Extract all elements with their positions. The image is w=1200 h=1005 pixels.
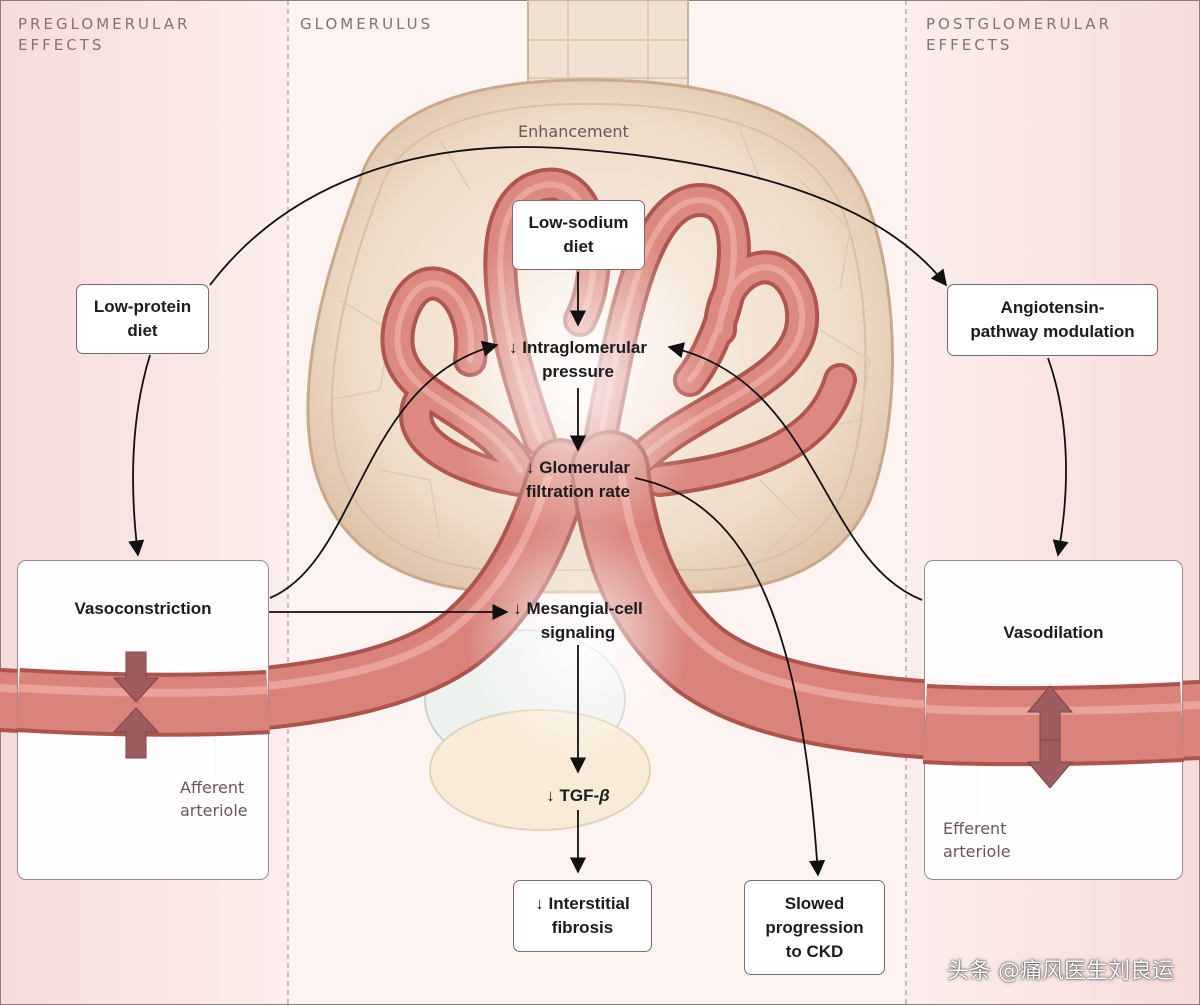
arrow-angiotensin-to-vasodilation bbox=[1047, 357, 1069, 557]
center-glow bbox=[448, 210, 708, 550]
tgf-beta-node: ↓ TGF-β bbox=[478, 784, 678, 808]
arrow-protein-to-vasoconstriction bbox=[128, 354, 151, 557]
gfr-node: ↓ Glomerular filtration rate bbox=[526, 458, 630, 501]
slowed-progression-box: Slowed progression to CKD bbox=[744, 880, 885, 975]
afferent-arteriole-label: Afferent arteriole bbox=[180, 778, 248, 820]
intraglomerular-pressure-node: ↓ Intraglomerular pressure bbox=[509, 338, 647, 381]
enhancement-label: Enhancement bbox=[518, 122, 629, 141]
arrow-gfr-to-ckd bbox=[634, 477, 826, 877]
flow-arrows bbox=[128, 146, 1069, 877]
section-preglomerular: PREGLOMERULAR EFFECTS bbox=[18, 15, 191, 54]
efferent-arteriole-label: Efferent arteriole bbox=[943, 819, 1011, 861]
interstitial-fibrosis-box: ↓ Interstitial fibrosis bbox=[513, 880, 652, 952]
tgf-prefix: ↓ TGF- bbox=[546, 786, 600, 805]
low-sodium-diet-box: Low-sodium diet bbox=[512, 200, 645, 270]
mesangial-signaling-node: ↓ Mesangial-cell signaling bbox=[513, 599, 643, 642]
watermark-text: 头条 @痛风医生刘良运 bbox=[947, 959, 1174, 984]
vasoconstriction-panel: Vasoconstriction bbox=[17, 560, 269, 880]
section-postglomerular: POSTGLOMERULAR EFFECTS bbox=[926, 15, 1112, 54]
low-protein-diet-box: Low-protein diet bbox=[76, 284, 209, 354]
arrow-enhancement bbox=[209, 146, 947, 287]
lower-glow bbox=[468, 520, 688, 760]
arrow-vasodilation-to-pressure bbox=[667, 342, 923, 601]
tgf-beta-symbol: β bbox=[599, 786, 610, 805]
angiotensin-modulation-box: Angiotensin- pathway modulation bbox=[947, 284, 1158, 356]
arrow-vasoconstriction-to-pressure bbox=[269, 340, 499, 599]
vasoconstriction-title: Vasoconstriction bbox=[74, 599, 212, 618]
section-glomerulus: GLOMERULUS bbox=[300, 15, 434, 33]
vasodilation-title: Vasodilation bbox=[1003, 623, 1104, 642]
